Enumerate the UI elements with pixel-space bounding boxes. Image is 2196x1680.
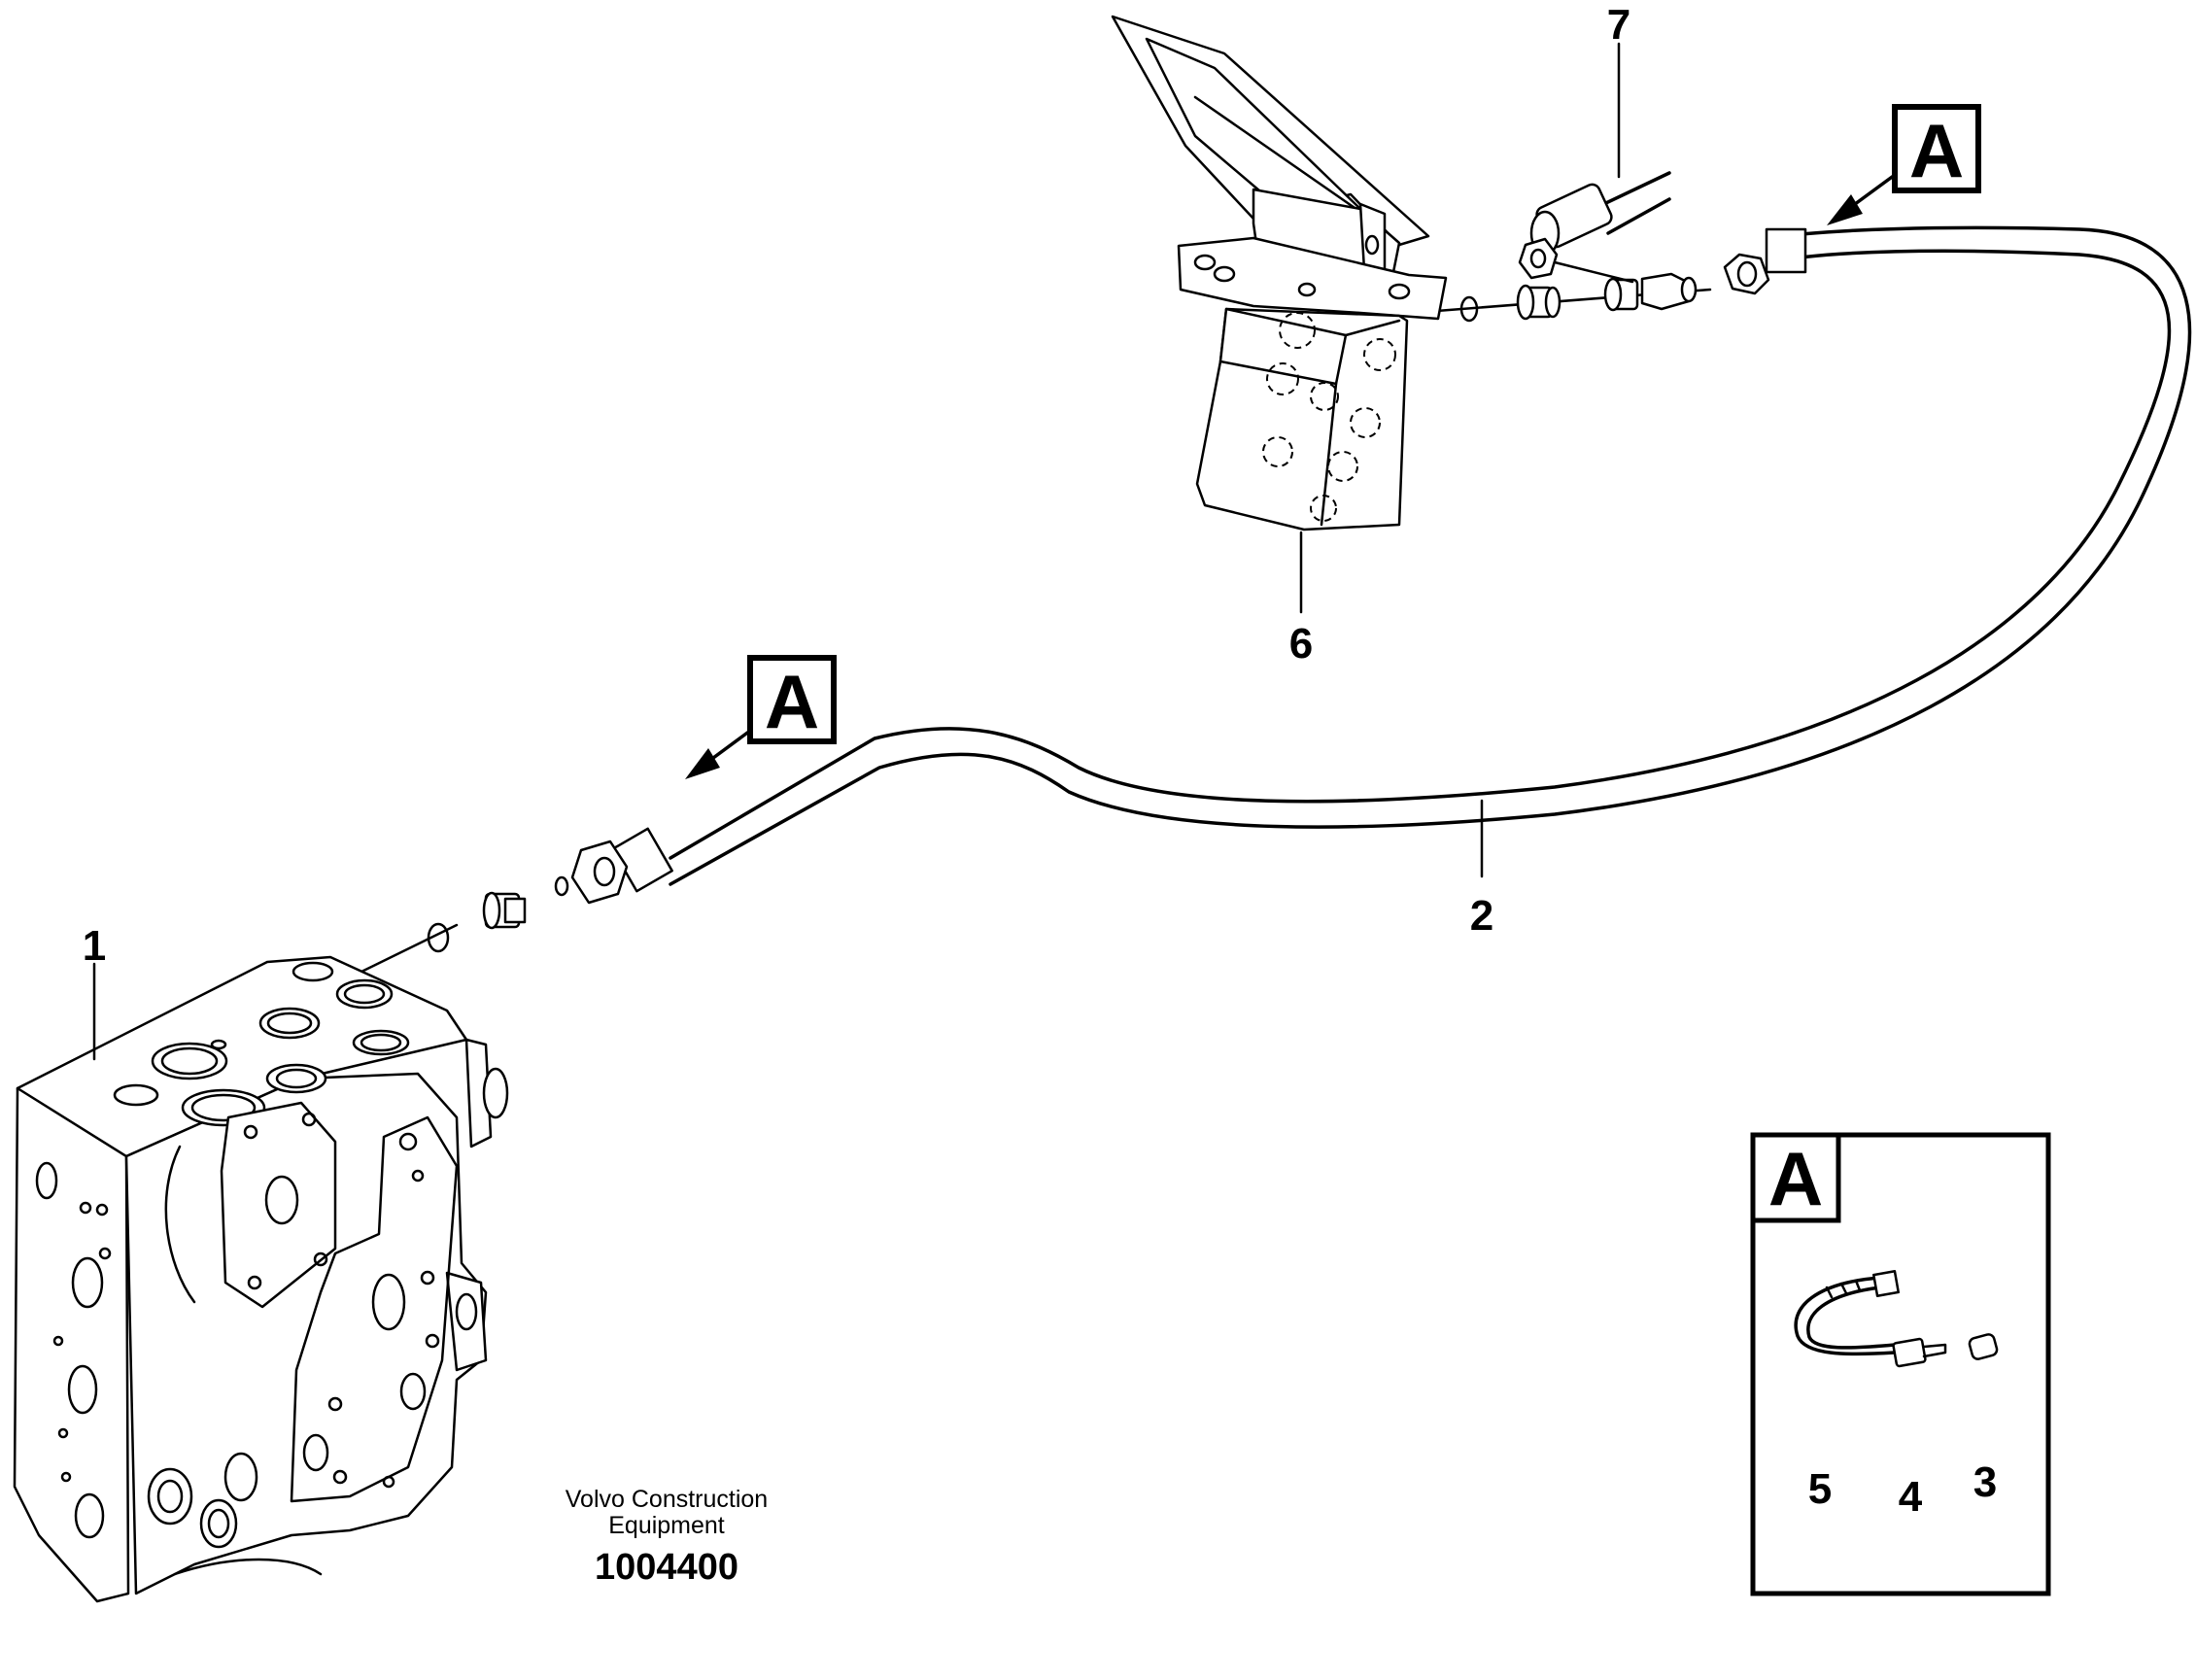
control-valve (13, 955, 509, 1603)
caption: Volvo Construction Equipment 1004400 (566, 1486, 768, 1588)
detail-tag-right: A (1827, 104, 1981, 225)
detail-box: A (1750, 1132, 2051, 1596)
callout-4: 4 (1899, 1473, 1923, 1521)
callout-3: 3 (1973, 1458, 1997, 1506)
callout-2: 2 (1470, 892, 1493, 940)
cable-tie (1794, 1270, 1900, 1356)
callout-7: 7 (1607, 1, 1630, 49)
pedal-valve (1111, 15, 1448, 531)
hose (669, 225, 2192, 886)
caption-line-1: Volvo Construction (566, 1486, 768, 1513)
callout-1: 1 (83, 922, 106, 970)
callouts: 1 2 3 4 5 6 7 (83, 1, 1997, 1521)
detail-tag-label: A (765, 659, 819, 744)
detail-box-label: A (1768, 1136, 1823, 1221)
callout-6: 6 (1289, 620, 1313, 668)
detail-tag-label: A (1909, 108, 1964, 193)
caption-line-2: Equipment (608, 1512, 725, 1539)
tie-head (1892, 1337, 1947, 1368)
tie-mount (1968, 1333, 1999, 1360)
detail-tag-left: A (685, 655, 837, 779)
adapter-right (1397, 272, 1712, 323)
drawing-number: 1004400 (595, 1547, 738, 1588)
hose-part-7 (1518, 171, 1671, 284)
hose-end-fitting-left (570, 827, 673, 905)
adapter-left (360, 875, 569, 974)
hose-end-fitting-right (1723, 227, 1807, 295)
callout-5: 5 (1808, 1465, 1832, 1513)
